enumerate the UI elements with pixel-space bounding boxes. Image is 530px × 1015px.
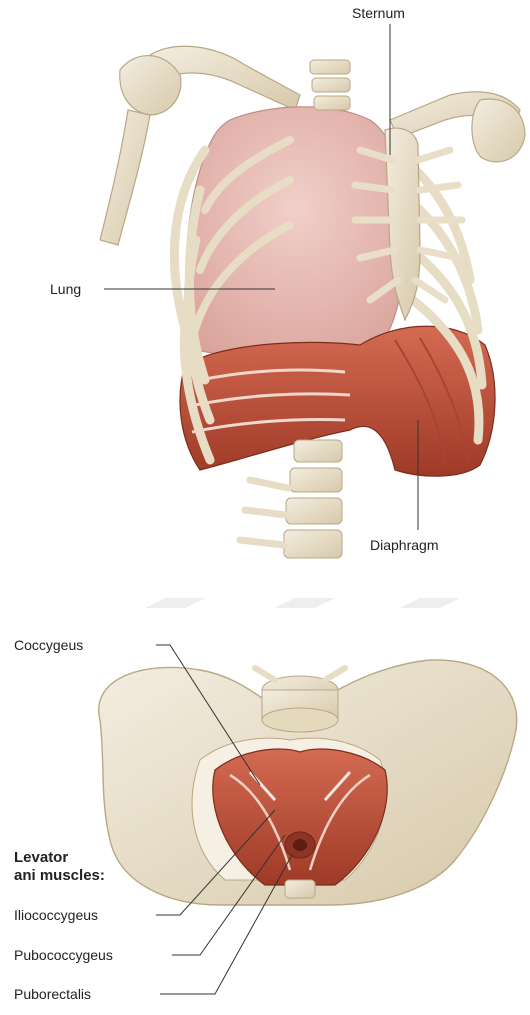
label-sternum: Sternum xyxy=(352,5,405,21)
thorax-illustration xyxy=(100,46,525,558)
label-levator-line2: ani muscles: xyxy=(14,867,105,885)
watermark-stripes xyxy=(145,598,460,608)
label-diaphragm: Diaphragm xyxy=(370,537,438,553)
label-lung: Lung xyxy=(50,281,81,297)
pelvis-illustration xyxy=(99,660,517,905)
label-levator-line1: Levator xyxy=(14,849,68,867)
label-pubococcygeus: Pubococcygeus xyxy=(14,947,113,963)
label-puborectalis: Puborectalis xyxy=(14,986,91,1002)
label-coccygeus: Coccygeus xyxy=(14,637,83,653)
sacrum xyxy=(255,668,345,732)
label-iliococcygeus: Iliococcygeus xyxy=(14,907,98,923)
